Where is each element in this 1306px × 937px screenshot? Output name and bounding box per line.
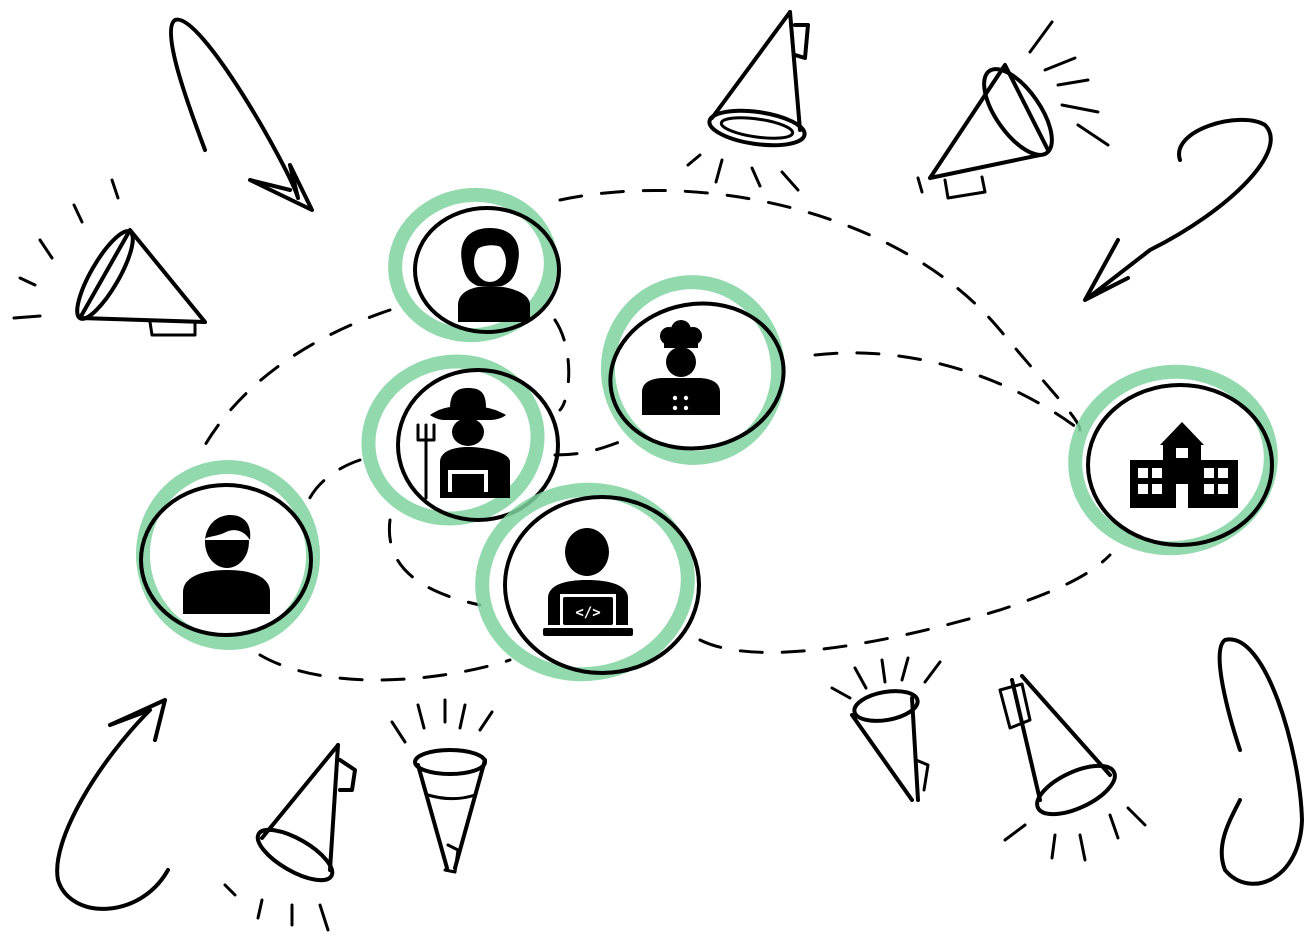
woman-person-icon — [458, 228, 530, 322]
developer-laptop-icon: </> — [543, 528, 633, 636]
node-woman — [388, 187, 561, 343]
svg-text:</>: </> — [575, 605, 600, 621]
arrow-top-right-icon — [1083, 117, 1273, 302]
node-man — [135, 460, 321, 650]
megaphone-bottom-center-right-icon — [830, 656, 942, 802]
arrow-bottom-left-icon — [55, 698, 170, 911]
inner-dashed-loop — [303, 318, 627, 607]
outer-dashed-loop — [558, 188, 1082, 432]
arrow-top-left-icon — [169, 17, 314, 212]
dashed-connections — [203, 188, 1112, 682]
chef-person-icon — [642, 320, 720, 415]
school-building-icon — [1130, 422, 1238, 508]
megaphone-top-right-icon — [916, 20, 1110, 200]
upper-left-dashed-arc — [203, 308, 392, 447]
node-chef — [600, 275, 786, 465]
bottom-dashed-arc — [698, 553, 1112, 654]
lower-left-dashed-arc — [258, 653, 512, 682]
man-person-icon — [183, 515, 270, 614]
megaphone-top-center-icon — [686, 10, 810, 192]
node-school — [1068, 364, 1278, 556]
arrow-bottom-right-icon — [1217, 637, 1304, 886]
megaphone-bottom-left-icon — [223, 743, 357, 932]
node-farmer — [361, 354, 560, 526]
right-dashed-arc — [813, 351, 1082, 432]
megaphone-bottom-right-icon — [998, 674, 1147, 862]
farmer-person-icon — [416, 388, 510, 500]
node-developer: </> — [475, 482, 701, 682]
megaphone-bottom-center-left-icon — [390, 698, 494, 874]
megaphone-left-icon — [12, 178, 207, 337]
